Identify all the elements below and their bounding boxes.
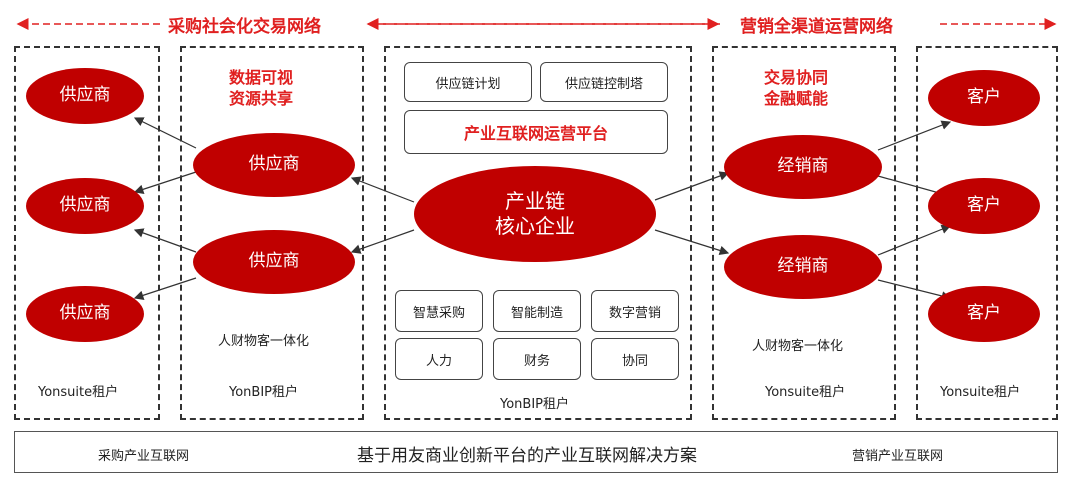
core-enterprise-ellipse: 产业链 核心企业 — [414, 166, 656, 262]
center-tenant: YonBIP租户 — [500, 397, 569, 412]
module-smart-manufacturing: 智能制造 — [493, 290, 581, 332]
customer-2: 客户 — [928, 178, 1040, 234]
module-finance: 财务 — [493, 338, 581, 380]
header-right-title: 营销全渠道运营网络 — [740, 17, 893, 37]
inner-supplier-1: 供应商 — [193, 133, 355, 197]
left-inner-heading-1: 数据可视 — [229, 68, 294, 87]
arrow-s1-to-o1 — [133, 117, 197, 149]
right-inner-box — [712, 46, 896, 420]
outer-supplier-3: 供应商 — [26, 286, 144, 342]
module-digital-marketing: 数字营销 — [591, 290, 679, 332]
inner-supplier-2: 供应商 — [193, 230, 355, 294]
footer-center-label: 基于用友商业创新平台的产业互联网解决方案 — [357, 446, 697, 466]
right-outer-tenant: Yonsuite租户 — [940, 385, 1021, 400]
left-outer-tenant: Yonsuite租户 — [38, 385, 119, 400]
supply-chain-plan-box: 供应链计划 — [404, 62, 532, 102]
right-outer-box — [916, 46, 1058, 420]
right-inner-tenant: Yonsuite租户 — [765, 385, 846, 400]
footer-right-label: 营销产业互联网 — [852, 449, 944, 464]
module-hr: 人力 — [395, 338, 483, 380]
customer-1: 客户 — [928, 70, 1040, 126]
arrow-d2-to-c2 — [877, 224, 952, 256]
left-inner-tenant: YonBIP租户 — [229, 385, 298, 400]
module-collaboration: 协同 — [591, 338, 679, 380]
left-inner-heading-2: 资源共享 — [229, 89, 294, 108]
arrow-s2-to-o3 — [133, 277, 197, 300]
left-inner-box — [180, 46, 364, 420]
supply-chain-tower-box: 供应链控制塔 — [540, 62, 668, 102]
outer-supplier-1: 供应商 — [26, 68, 144, 124]
header-left-title: 采购社会化交易网络 — [168, 17, 321, 37]
left-inner-note: 人财物客一体化 — [218, 334, 310, 349]
dealer-1: 经销商 — [724, 135, 882, 199]
core-line-1: 产业链 — [505, 189, 565, 213]
footer-bar — [14, 431, 1058, 473]
dealer-2: 经销商 — [724, 235, 882, 299]
arrow-d2-to-c3 — [877, 279, 952, 301]
right-inner-heading-2: 金融赋能 — [764, 89, 829, 108]
left-outer-box — [14, 46, 160, 420]
outer-supplier-2: 供应商 — [26, 178, 144, 234]
module-smart-procurement: 智慧采购 — [395, 290, 483, 332]
right-inner-note: 人财物客一体化 — [752, 339, 844, 354]
right-inner-heading-1: 交易协同 — [764, 68, 829, 87]
platform-box: 产业互联网运营平台 — [404, 110, 668, 154]
arrow-s2-to-o2 — [133, 228, 197, 253]
arrow-d1-to-c1 — [877, 120, 952, 151]
center-box — [384, 46, 692, 420]
arrow-s1-to-o2 — [133, 171, 197, 194]
core-line-2: 核心企业 — [495, 214, 575, 238]
customer-3: 客户 — [928, 286, 1040, 342]
footer-left-label: 采购产业互联网 — [98, 449, 190, 464]
